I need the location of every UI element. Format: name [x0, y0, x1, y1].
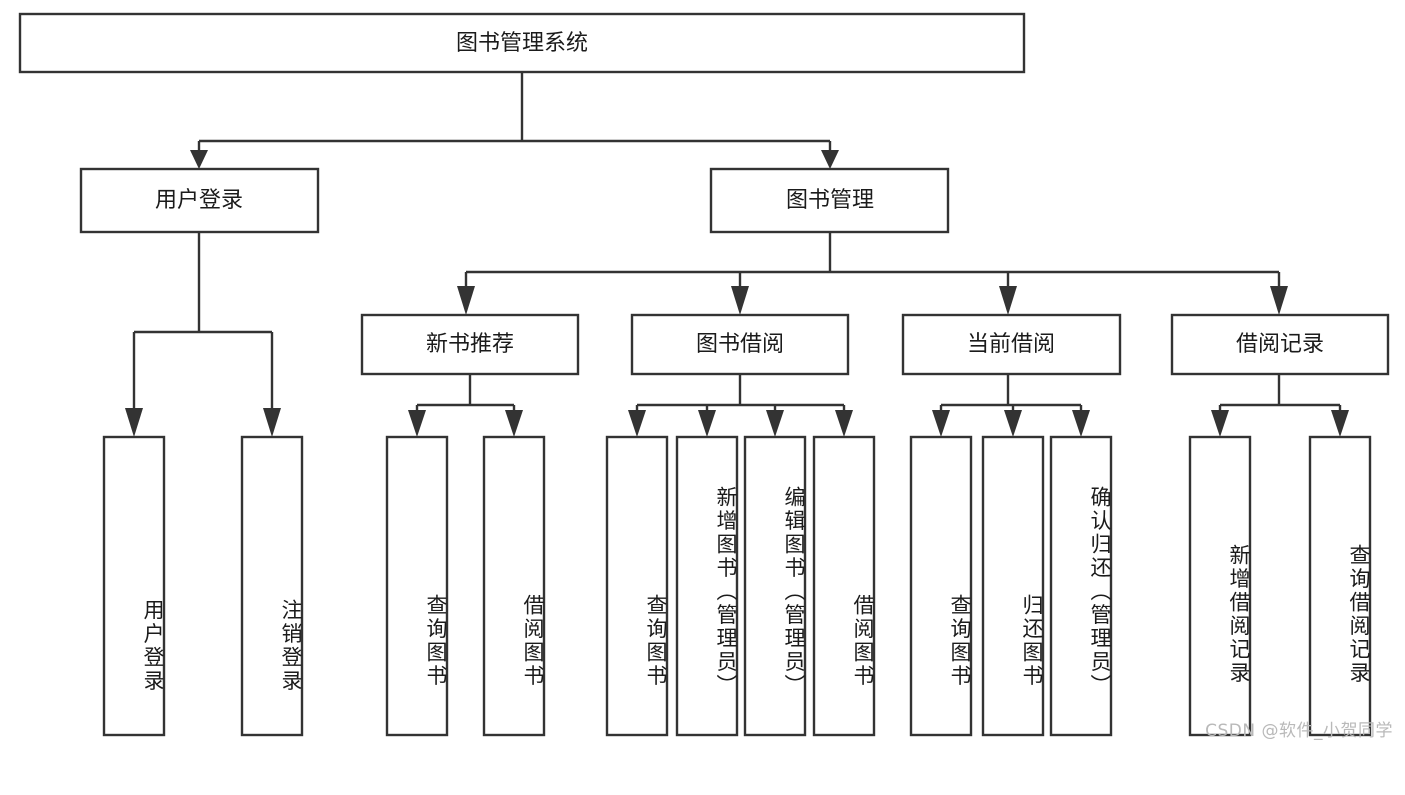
arrow-head-user-login-to-login	[125, 408, 143, 437]
connector-group-records	[1211, 374, 1349, 437]
arrow-head-records-to-query	[1331, 410, 1349, 437]
arrow-head-records-to-add	[1211, 410, 1229, 437]
node-book-borrow-box[interactable]	[630, 313, 850, 376]
connector-group-user-login	[125, 232, 281, 437]
arrow-head-book-mgmt-to-borrow	[731, 286, 749, 315]
arrow-head-borrow-to-query	[628, 410, 646, 437]
arrow-head-current-to-return	[1004, 410, 1022, 437]
tree-diagram-svg: 图书管理系统 用户登录 图书管理 新书推荐 图书借阅 当前借阅 借阅记录	[18, 12, 1390, 737]
arrow-head-borrow-to-edit	[766, 410, 784, 437]
node-root-label: 图书管理系统	[456, 31, 588, 56]
leaf-box-edit-book[interactable]	[743, 435, 807, 737]
node-new-book-recommend-box[interactable]	[360, 313, 580, 376]
arrow-head-book-mgmt-to-records	[1270, 286, 1288, 315]
node-user-login[interactable]: 用户登录	[79, 167, 320, 234]
connector-group-book-mgmt	[457, 232, 1288, 315]
arrow-head-root-to-user-login	[190, 150, 208, 169]
node-root[interactable]: 图书管理系统	[18, 12, 1026, 74]
node-new-book-recommend-label: 新书推荐	[426, 332, 514, 357]
node-user-login-label: 用户登录	[155, 188, 243, 213]
node-borrow-records[interactable]: 借阅记录	[1170, 313, 1390, 376]
arrow-head-current-to-query	[932, 410, 950, 437]
leaf-box-query-record[interactable]	[1308, 435, 1372, 737]
node-current-borrow-label: 当前借阅	[967, 332, 1055, 357]
node-book-management-box[interactable]	[709, 167, 950, 234]
connector-group-current-borrow	[932, 374, 1090, 437]
leaf-box-user-login[interactable]	[102, 435, 166, 737]
leaf-box-borrow-book-1[interactable]	[482, 435, 546, 737]
csdn-watermark: CSDN @软件_小贺同学	[1205, 721, 1393, 741]
arrow-head-new-book-to-query	[408, 410, 426, 437]
arrow-head-new-book-to-borrow	[505, 410, 523, 437]
diagram-canvas: 图书管理系统 用户登录 图书管理 新书推荐 图书借阅 当前借阅 借阅记录	[18, 12, 1393, 741]
node-current-borrow[interactable]: 当前借阅	[901, 313, 1122, 376]
arrow-head-book-mgmt-to-new-book	[457, 286, 475, 315]
arrow-head-borrow-to-add	[698, 410, 716, 437]
arrow-head-current-to-confirm	[1072, 410, 1090, 437]
leaf-box-add-record[interactable]	[1188, 435, 1252, 737]
node-book-management-label: 图书管理	[786, 188, 874, 213]
node-book-borrow-label: 图书借阅	[696, 332, 784, 357]
node-borrow-records-label: 借阅记录	[1236, 332, 1324, 357]
leaf-box-query-book-1[interactable]	[385, 435, 449, 737]
node-user-login-box[interactable]	[79, 167, 320, 234]
leaf-box-return-book[interactable]	[981, 435, 1045, 737]
leaf-box-borrow-book-2[interactable]	[812, 435, 876, 737]
connector-group-root	[190, 72, 839, 169]
arrow-head-user-login-to-logout	[263, 408, 281, 437]
connector-group-new-book	[408, 374, 523, 437]
node-current-borrow-box[interactable]	[901, 313, 1122, 376]
leaf-box-query-book-3[interactable]	[909, 435, 973, 737]
node-book-management[interactable]: 图书管理	[709, 167, 950, 234]
leaf-box-query-book-2[interactable]	[605, 435, 669, 737]
node-new-book-recommend[interactable]: 新书推荐	[360, 313, 580, 376]
leaf-box-add-book[interactable]	[675, 435, 739, 737]
connector-group-borrow	[628, 374, 853, 437]
arrow-head-root-to-book-mgmt	[821, 150, 839, 169]
arrow-head-book-mgmt-to-current	[999, 286, 1017, 315]
leaf-box-logout[interactable]	[240, 435, 304, 737]
arrow-head-borrow-to-lend	[835, 410, 853, 437]
leaf-boxes	[102, 435, 1372, 737]
leaf-box-confirm-return[interactable]	[1049, 435, 1113, 737]
node-borrow-records-box[interactable]	[1170, 313, 1390, 376]
node-book-borrow[interactable]: 图书借阅	[630, 313, 850, 376]
node-root-box[interactable]	[18, 12, 1026, 74]
